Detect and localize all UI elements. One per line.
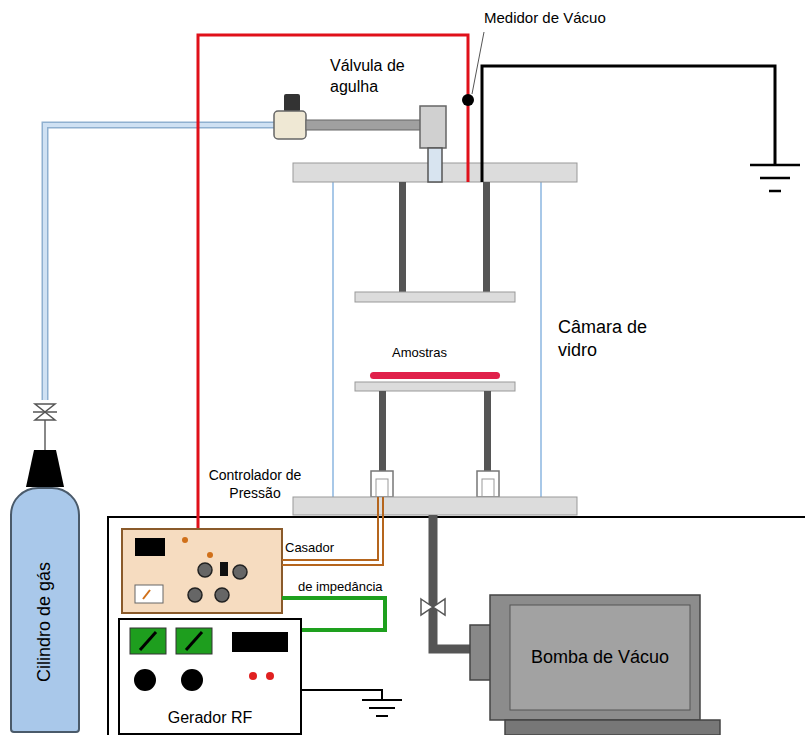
gauge-label: Medidor de Vácuo <box>484 8 606 28</box>
samples-label: Amostras <box>392 345 447 362</box>
matcher-label: de impedância <box>298 579 383 596</box>
node-text: Cilindro de gás <box>33 562 56 682</box>
node-text: Gerador RF <box>120 708 300 729</box>
chamber-label: Câmara de vidro <box>558 316 668 363</box>
matcher-label: Casador <box>285 540 334 557</box>
node-text: Bomba de Vácuo <box>515 646 685 669</box>
valve-label: Válvula de agulha <box>330 56 425 98</box>
rf-generator: Gerador RF <box>118 618 302 735</box>
node-text: Controlador de Pressão <box>200 466 310 502</box>
gas-cylinder: Cilindro de gás <box>10 487 80 733</box>
pressure-controller: Controlador de Pressão <box>200 466 310 510</box>
vacuum-pump: Bomba de Vácuo <box>515 612 685 704</box>
